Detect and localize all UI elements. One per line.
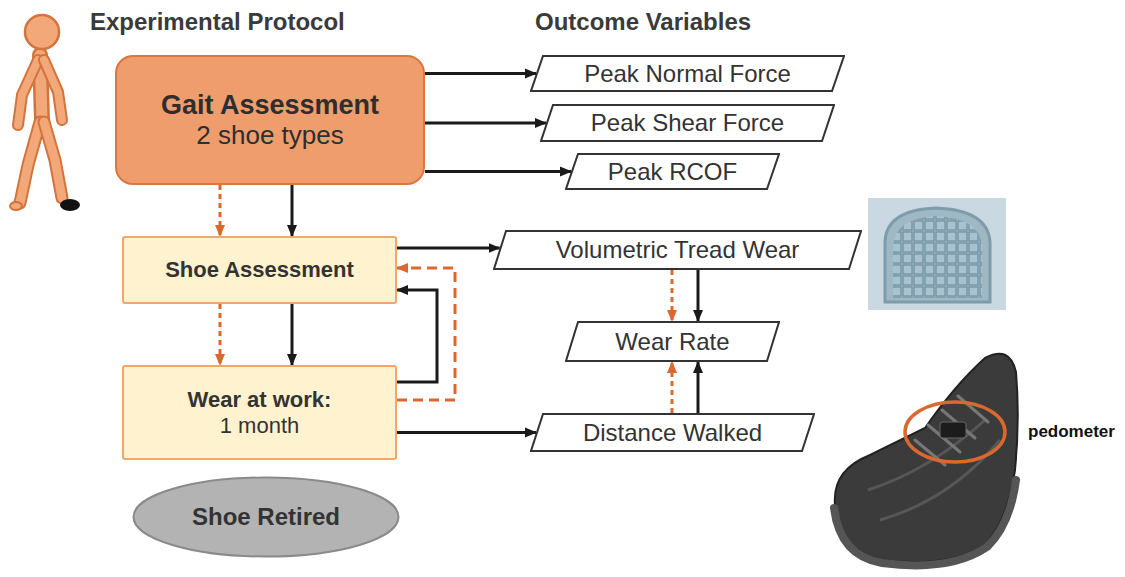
node-title: Distance Walked xyxy=(583,419,762,447)
figure-arm xyxy=(44,60,62,120)
figure-head xyxy=(25,15,59,49)
node-subtitle: 1 month xyxy=(220,413,300,438)
figure-leg xyxy=(44,122,62,198)
node-title: Peak Shear Force xyxy=(591,109,784,137)
figure-leg xyxy=(20,122,40,203)
shoe-sole xyxy=(834,480,1016,565)
outcome-parallelogram: Volumetric Tread Wear xyxy=(493,230,862,270)
process-box: Shoe Assessment xyxy=(122,236,397,304)
parallelogram-shape xyxy=(566,322,779,361)
figure-leg xyxy=(44,122,62,198)
node-title: Wear at work: xyxy=(188,387,332,412)
shoe-photo xyxy=(834,354,1018,566)
photo-background xyxy=(868,198,1006,310)
shoe-seam xyxy=(868,420,1000,520)
connector-arrow xyxy=(671,362,674,413)
figure-foot xyxy=(10,202,22,210)
connector-arrow xyxy=(219,304,222,365)
outcome-parallelogram: Peak Shear Force xyxy=(540,104,835,142)
node-title: Gait Assessment xyxy=(161,90,379,121)
ellipse-shape xyxy=(134,478,399,557)
tread-photo xyxy=(868,198,1006,310)
figure-arm xyxy=(18,60,38,125)
connector-arrow xyxy=(425,72,536,75)
connector-arrow xyxy=(425,122,546,125)
section-heading: Experimental Protocol xyxy=(90,8,345,36)
callout-label: pedometer xyxy=(1028,422,1115,442)
parallelogram-shape xyxy=(531,414,814,451)
node-subtitle: 2 shoe types xyxy=(196,121,343,151)
outcome-parallelogram: Peak Normal Force xyxy=(530,55,845,92)
shoe-sole xyxy=(885,208,990,302)
node-title: Peak Normal Force xyxy=(584,60,791,88)
connector-arrow xyxy=(425,170,571,173)
highlight-circle xyxy=(905,402,1005,462)
process-box: Wear at work:1 month xyxy=(122,365,397,460)
outcome-parallelogram: Peak RCOF xyxy=(565,153,780,190)
connector-arrow xyxy=(291,304,294,365)
outcome-parallelogram: Wear Rate xyxy=(565,321,780,362)
connector-arrow xyxy=(397,247,500,250)
terminal-ellipse: Shoe Retired xyxy=(132,476,400,558)
parallelogram-shape xyxy=(494,231,861,269)
parallelogram-shape xyxy=(541,105,834,141)
connector-arrow xyxy=(397,268,455,400)
figure-arm xyxy=(18,60,38,125)
connector-arrow xyxy=(671,270,674,321)
connector-arrow xyxy=(697,362,700,413)
node-title: Shoe Assessment xyxy=(165,257,354,282)
figure-arm xyxy=(44,60,62,120)
figure-foot xyxy=(60,199,80,211)
connector-arrow xyxy=(397,290,437,382)
figure-leg xyxy=(20,122,40,203)
connector-arrow xyxy=(291,185,294,236)
section-heading: Outcome Variables xyxy=(535,8,751,36)
node-title: Volumetric Tread Wear xyxy=(556,236,800,264)
pedometer-device xyxy=(940,422,966,438)
connector-arrow xyxy=(697,270,700,321)
process-box: Gait Assessment2 shoe types xyxy=(115,55,425,185)
walking-figure xyxy=(10,15,80,211)
node-title: Shoe Retired xyxy=(192,503,340,531)
node-title: Wear Rate xyxy=(615,328,729,356)
shoe-upper xyxy=(835,354,1018,562)
connector-arrow xyxy=(219,185,222,236)
parallelogram-shape xyxy=(566,154,779,189)
tread-pattern xyxy=(893,216,982,298)
node-title: Peak RCOF xyxy=(608,158,737,186)
parallelogram-shape xyxy=(531,56,844,91)
connector-arrow xyxy=(397,431,536,434)
outcome-parallelogram: Distance Walked xyxy=(530,413,815,452)
